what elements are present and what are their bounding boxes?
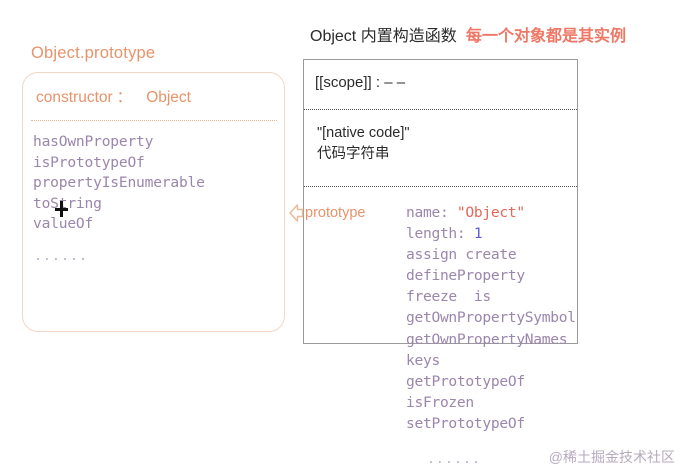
constructor-colon: ： — [116, 89, 133, 106]
constructor-divider-bottom — [304, 186, 577, 187]
constructor-panel-box — [303, 59, 578, 344]
page-title-primary: Object 内置构造函数 — [310, 28, 457, 45]
prototype-member-list: hasOwnProperty isPrototypeOf propertyIsE… — [33, 133, 205, 232]
prototype-divider — [31, 120, 277, 121]
constructor-value: Object — [146, 89, 191, 106]
native-code-string: "[native code]" — [317, 125, 410, 141]
left-chevron-arrow-icon — [289, 204, 304, 222]
name-value: "Object" — [456, 204, 525, 221]
scope-row: [[scope]] : – – — [315, 74, 406, 91]
name-key: name: — [406, 204, 457, 221]
constructor-property-list: name: "Object" length: 1 assign create d… — [406, 202, 666, 434]
length-key: length: — [406, 225, 474, 243]
static-method-list: assign create defineProperty freeze is g… — [406, 246, 576, 432]
page-title-annotation: 每一个对象都是其实例 — [466, 28, 627, 45]
prototype-constructor-row: constructor： Object — [36, 85, 191, 107]
prototype-link-label: prototype — [305, 205, 366, 221]
prototype-ellipsis: ...... — [34, 249, 89, 264]
native-code-caption: 代码字符串 — [317, 146, 390, 162]
prototype-panel-box — [22, 72, 285, 332]
watermark-text: @稀土掘金技术社区 — [548, 449, 675, 465]
native-code-block: "[native code]" 代码字符串 — [317, 123, 410, 165]
constructor-key: constructor — [36, 89, 113, 106]
length-value: 1 — [473, 225, 483, 243]
constructor-divider-top — [304, 109, 577, 110]
prototype-panel-title: Object.prototype — [31, 44, 156, 62]
constructor-ellipsis: ...... — [427, 452, 482, 467]
